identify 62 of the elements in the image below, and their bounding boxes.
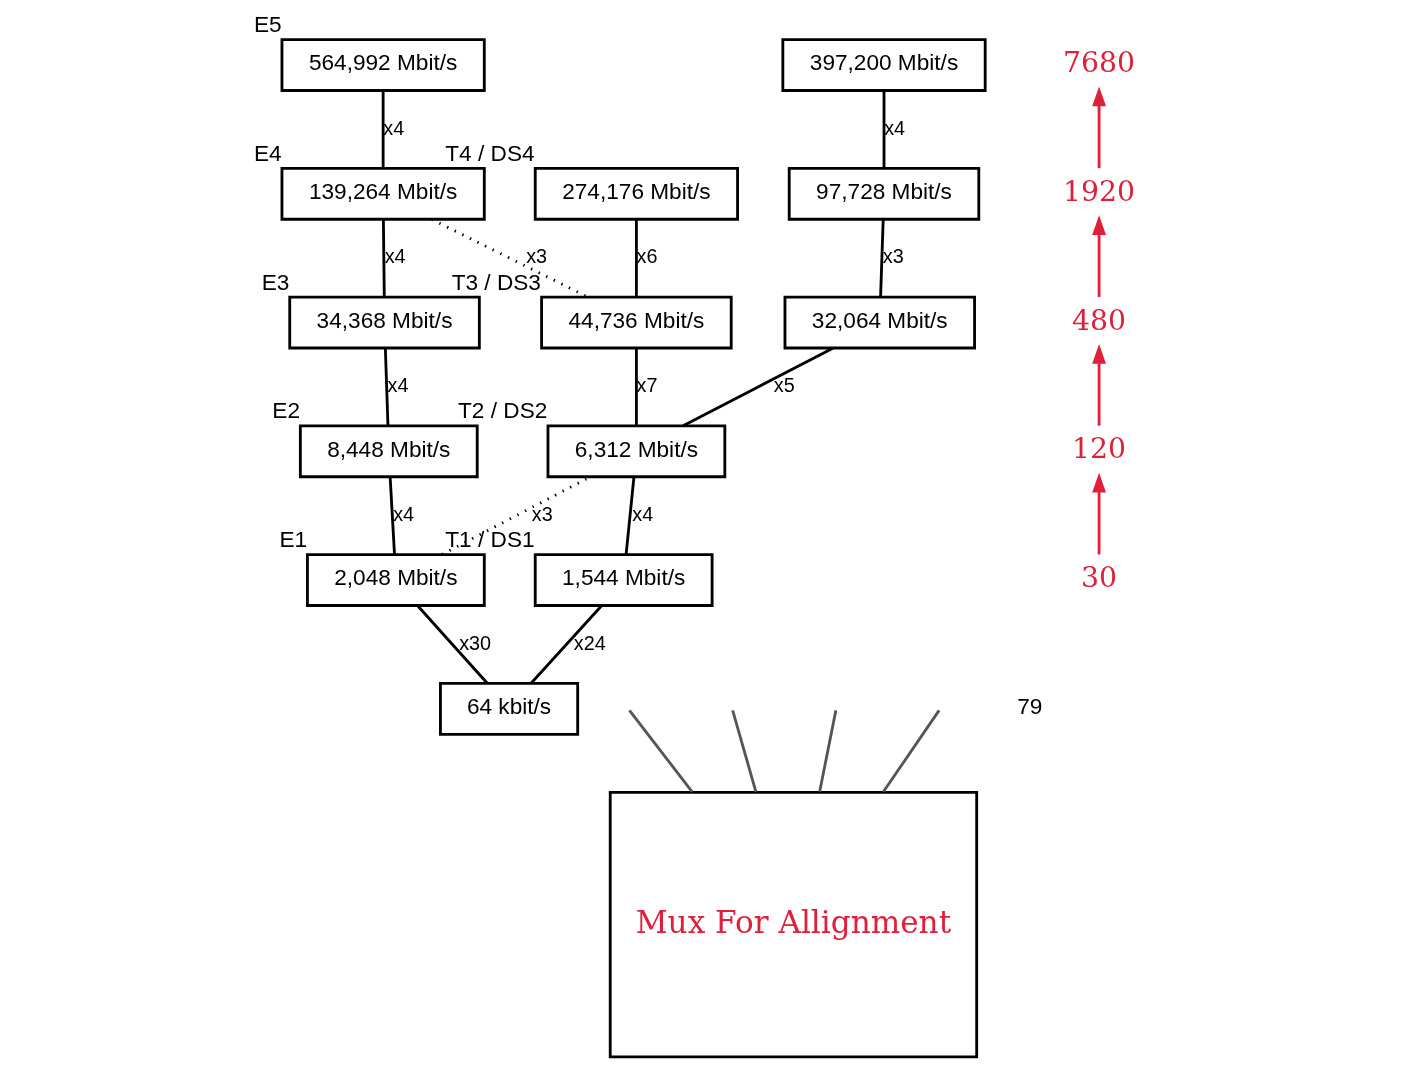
node-box: 1,544 Mbit/s — [533, 553, 714, 607]
edge-label: x30 — [459, 631, 492, 654]
node-label: E3 — [261, 269, 290, 295]
node-box: 64 kbit/s — [439, 681, 580, 736]
node-box: 32,064 Mbit/s — [783, 295, 976, 350]
node-label: E2 — [272, 398, 301, 424]
node-label: T1 / DS1 — [445, 527, 535, 553]
node-label: T4 / DS4 — [445, 140, 535, 166]
connector — [381, 90, 385, 169]
node-text: 120 — [1072, 432, 1127, 466]
node-box: Mux For Allignment — [608, 790, 979, 1059]
node-box: 8,448 Mbit/s — [298, 424, 479, 479]
connector — [628, 709, 694, 793]
edge-label: x4 — [884, 116, 906, 139]
node-box: 274,176 Mbit/s — [533, 166, 739, 221]
connector — [431, 218, 589, 299]
node-box: 44,736 Mbit/s — [540, 295, 733, 350]
label: 79 — [1017, 694, 1043, 720]
node-box: 6,312 Mbit/s — [546, 424, 727, 479]
edge-label: x4 — [387, 374, 409, 397]
connector — [818, 710, 838, 793]
connector — [624, 476, 636, 555]
node-box: 397,200 Mbit/s — [781, 38, 987, 92]
node-label: E4 — [253, 140, 282, 166]
node-text: 480 — [1072, 303, 1127, 337]
node-box: 2,048 Mbit/s — [306, 553, 486, 607]
arrow — [1092, 343, 1107, 426]
arrow — [1092, 86, 1107, 169]
connector — [383, 348, 390, 426]
node-box: 97,728 Mbit/s — [787, 166, 981, 221]
edge-label: x24 — [573, 631, 606, 654]
edge-label: x4 — [384, 245, 406, 268]
edge-label: x3 — [882, 245, 904, 268]
node-text: 7680 — [1063, 46, 1136, 80]
connector — [731, 710, 758, 793]
arrow — [1092, 472, 1107, 555]
arrow — [1092, 215, 1107, 297]
node-label: E1 — [279, 527, 308, 553]
node-text: 30 — [1081, 561, 1118, 595]
edge-label: x4 — [393, 502, 415, 525]
edge-label: x5 — [773, 374, 795, 397]
node-box: 139,264 Mbit/s — [280, 166, 486, 221]
edge-label: x4 — [632, 502, 654, 525]
connector — [682, 347, 834, 427]
connector — [882, 90, 886, 169]
node-label: T2 / DS2 — [458, 398, 548, 424]
edge-label: x3 — [531, 502, 553, 525]
node-text: 1920 — [1063, 174, 1136, 208]
connector — [416, 604, 489, 685]
connector — [882, 709, 941, 793]
connector — [382, 219, 386, 297]
edge-label: x4 — [383, 116, 405, 139]
connector — [879, 219, 885, 297]
node-box: 34,368 Mbit/s — [288, 295, 481, 350]
edge-label: x3 — [526, 245, 548, 268]
node-box: 564,992 Mbit/s — [280, 38, 486, 92]
connector — [635, 219, 638, 297]
connector — [635, 348, 638, 426]
connector — [530, 604, 603, 685]
node-label: T3 / DS3 — [451, 269, 541, 295]
node-label: E5 — [253, 12, 282, 38]
connector — [388, 476, 396, 555]
